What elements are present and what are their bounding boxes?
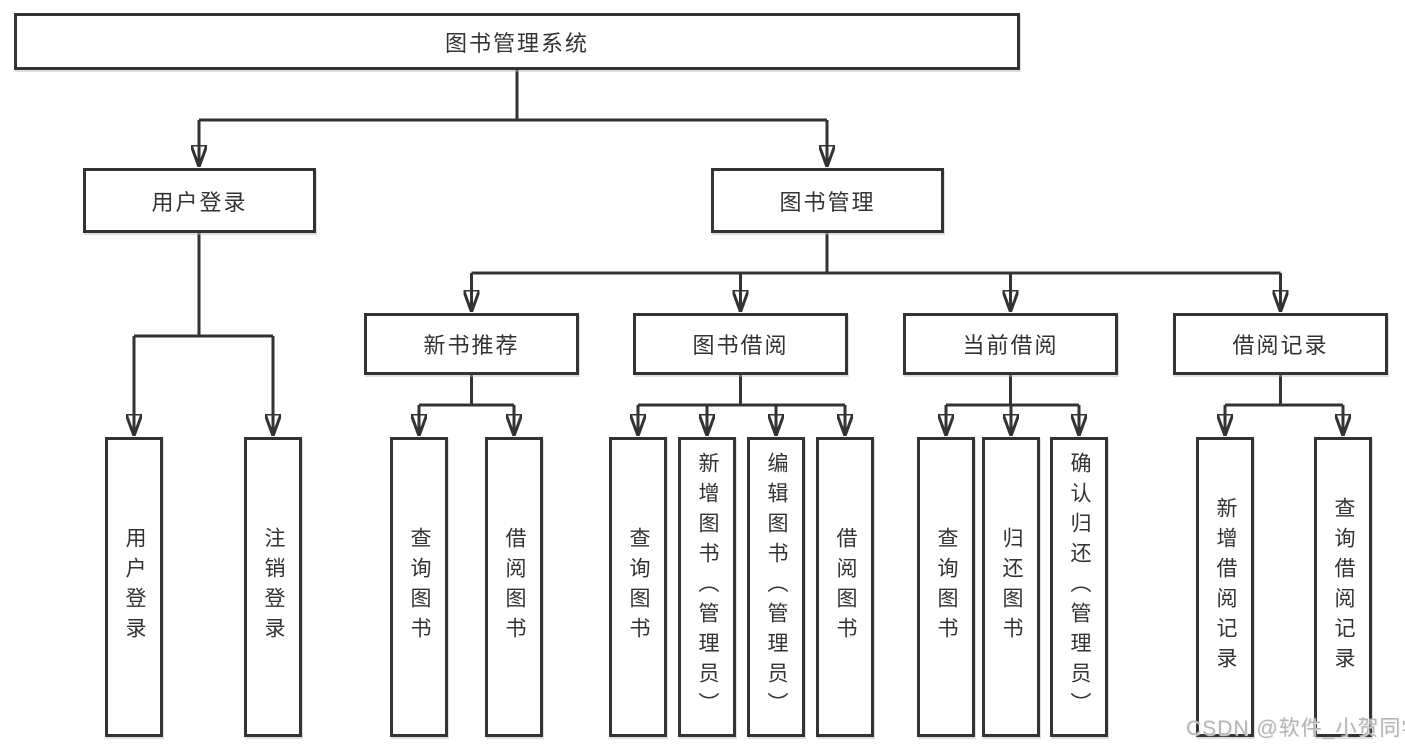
node-current-borrowing: 当前借阅 [903,313,1118,375]
leaf-user-login: 用户登录 [105,437,163,737]
leaf-newbook-query-books: 查询图书 [390,437,448,737]
leaf-current-return-books: 归还图书 [982,437,1040,737]
edges-root-to-branches [199,70,827,166]
node-new-book-recommendation: 新书推荐 [364,313,579,375]
node-library-management-system: 图书管理系统 [14,13,1020,70]
node-book-borrowing: 图书借阅 [633,313,848,375]
leaf-borrow-add-books-admin: 新增图书（管理员） [678,437,736,737]
leaf-borrow-borrow-books: 借阅图书 [816,437,874,737]
edges-newbook-to-leaves [419,375,514,435]
edges-record-to-leaves [1225,375,1343,435]
leaf-newbook-borrow-books: 借阅图书 [485,437,543,737]
edges-current-to-leaves [946,375,1079,435]
leaf-borrow-query-books: 查询图书 [609,437,667,737]
leaf-record-add-record: 新增借阅记录 [1196,437,1254,737]
edges-book-management-to-modules [472,233,1281,311]
node-book-management-branch: 图书管理 [711,168,944,233]
leaf-current-query-books: 查询图书 [917,437,975,737]
node-user-login-branch: 用户登录 [83,168,316,233]
leaf-borrow-edit-books-admin: 编辑图书（管理员） [747,437,805,737]
node-borrowing-records: 借阅记录 [1173,313,1388,375]
edges-borrow-to-leaves [638,375,845,435]
leaf-current-confirm-return-admin: 确认归还（管理员） [1050,437,1108,737]
csdn-watermark: CSDN @软件_小贺同学 [1186,717,1405,740]
leaf-record-query-record: 查询借阅记录 [1314,437,1372,737]
edges-user-login-to-leaves [134,233,273,435]
leaf-logout-login: 注销登录 [244,437,302,737]
